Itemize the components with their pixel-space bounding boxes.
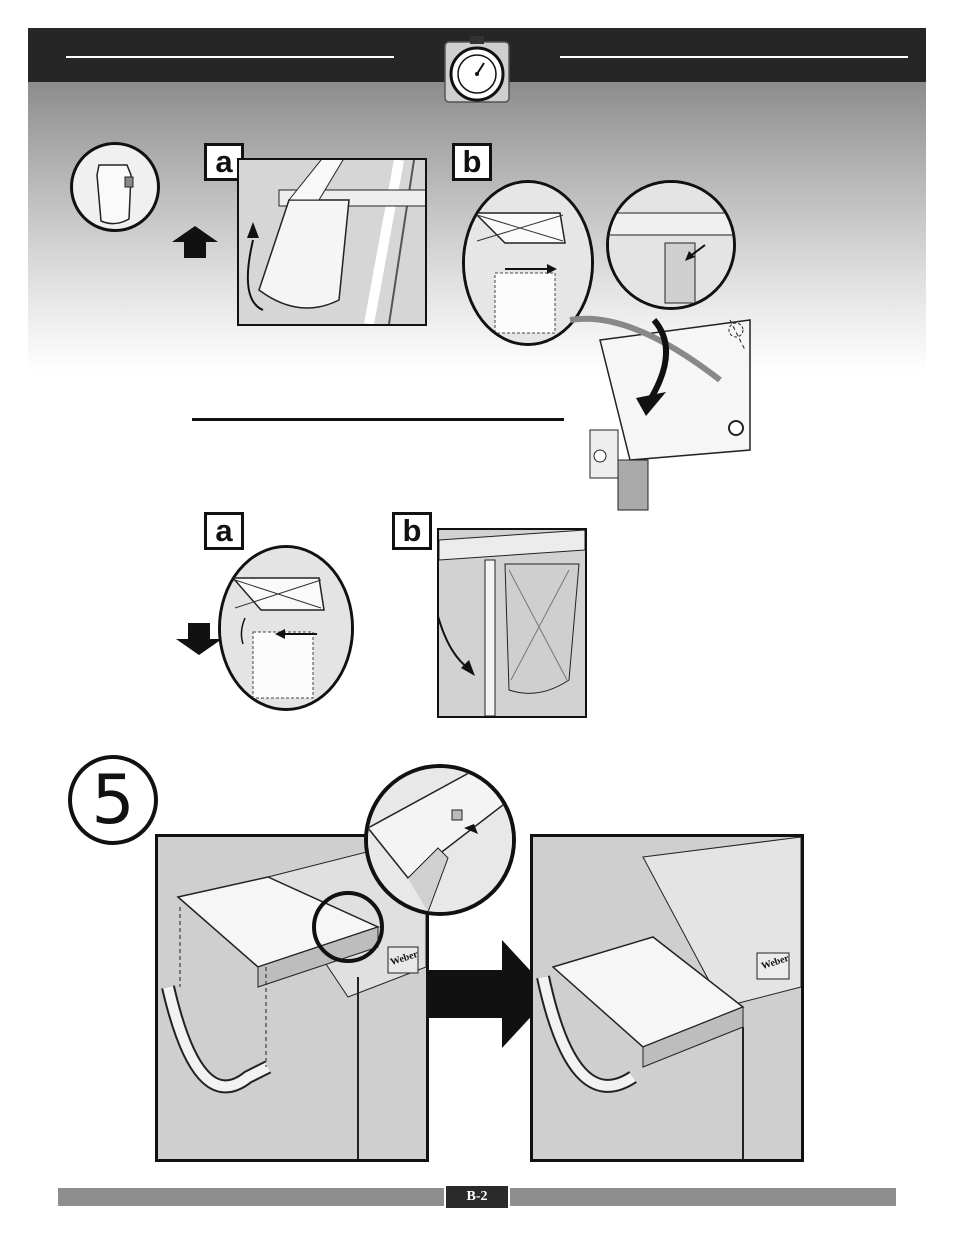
footer-bar-right <box>510 1188 896 1206</box>
footer-bar-left <box>58 1188 444 1206</box>
step-number: 5 <box>68 755 158 845</box>
arrow-down-icon <box>176 623 222 655</box>
step-a-label-middle: a <box>204 512 244 550</box>
detail-circle-middle-a <box>218 545 354 711</box>
header-rule-left <box>66 56 394 58</box>
detail-circle-b2 <box>606 180 736 310</box>
step-b-label-middle: b <box>392 512 432 550</box>
page-number: B-2 <box>446 1186 508 1208</box>
header-rule-right <box>560 56 908 58</box>
step-b-label-top: b <box>452 143 492 181</box>
detail-circle-peg <box>364 764 516 916</box>
detail-circle-bracket <box>70 142 160 232</box>
panel-top-a <box>237 158 427 326</box>
stopwatch-icon <box>444 36 510 104</box>
arrow-up-icon <box>172 226 218 258</box>
panel-middle-b <box>437 528 587 718</box>
bracket-rotation-diagram <box>570 300 770 510</box>
section-divider <box>192 418 564 421</box>
panel-bottom-right: Weber <box>530 834 804 1162</box>
